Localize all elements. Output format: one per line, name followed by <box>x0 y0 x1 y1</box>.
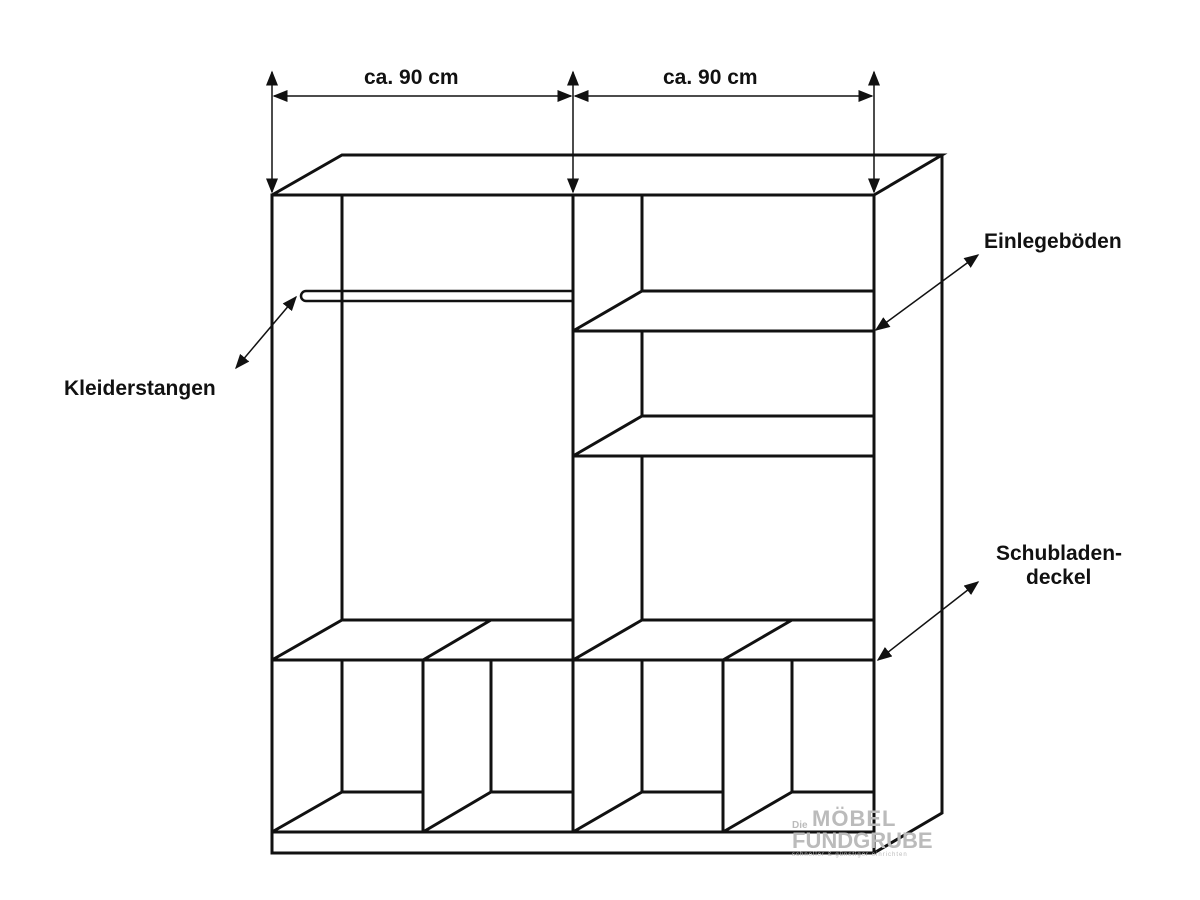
rail-leader <box>235 295 297 370</box>
drawer-leader <box>876 581 980 661</box>
left-width-label: ca. 90 cm <box>364 66 459 89</box>
shelves-label: Einlegeböden <box>984 230 1122 253</box>
plinth <box>270 830 876 855</box>
hanging-rail <box>299 289 573 303</box>
shelf <box>572 414 874 458</box>
right-width-label: ca. 90 cm <box>663 66 758 89</box>
drawer-cover-label-2: deckel <box>1026 566 1092 589</box>
side-panel <box>873 155 944 855</box>
shelf-leader <box>874 254 980 331</box>
shelf <box>572 289 874 333</box>
wardrobe-body <box>270 153 948 855</box>
top-panel <box>271 153 948 197</box>
dimension-arrows <box>235 70 980 661</box>
hanging-rail-label: Kleiderstangen <box>64 377 216 400</box>
drawer-cover-label-1: Schubladen- <box>996 542 1123 565</box>
